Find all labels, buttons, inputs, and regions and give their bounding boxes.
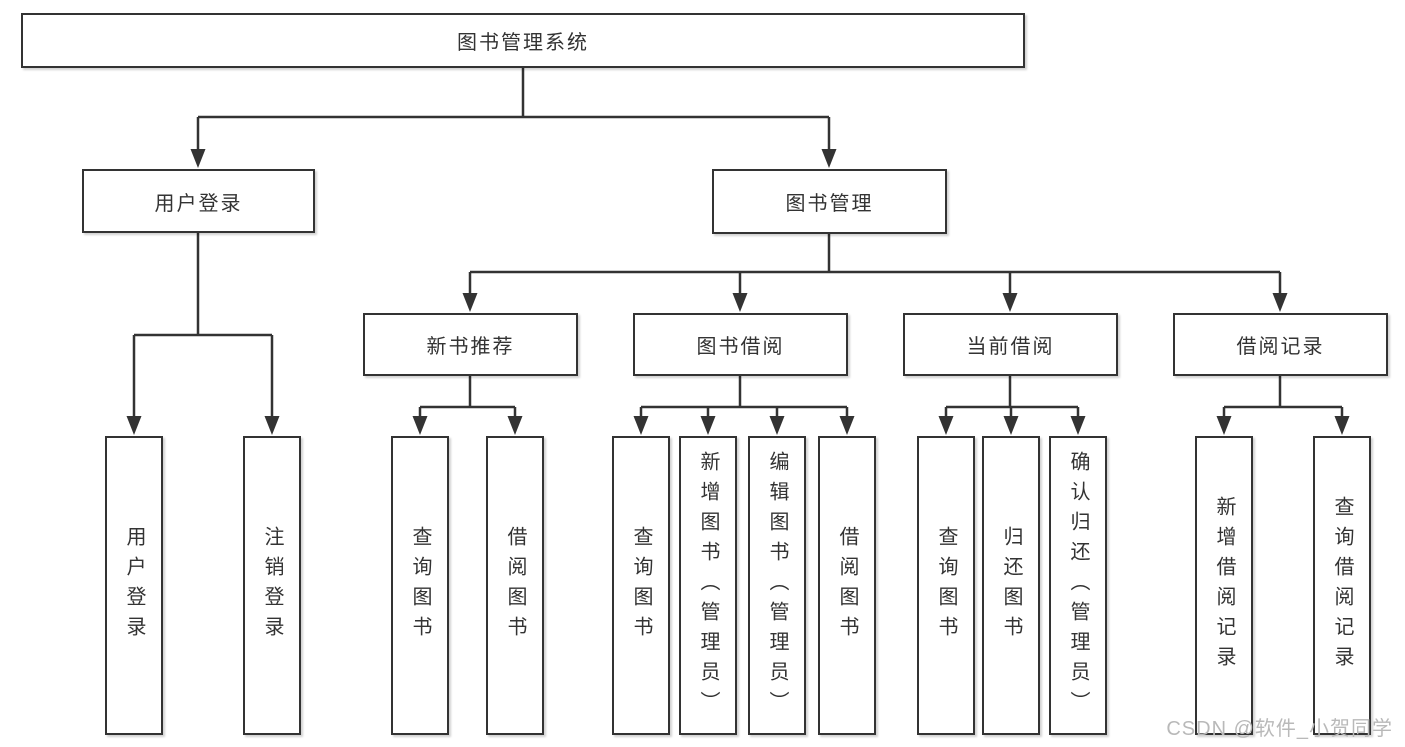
node-label: 图书管理 xyxy=(785,193,874,215)
node-new-book-recommend: 新书推荐 xyxy=(363,313,578,376)
leaf-borrowing-borrow-books: 借阅图书 xyxy=(818,436,876,735)
node-user-login: 用户登录 xyxy=(82,169,315,233)
node-label: 图书借阅 xyxy=(696,336,785,358)
node-label: 当前借阅 xyxy=(966,336,1055,358)
node-label: 编辑图书（管理员） xyxy=(766,450,788,721)
leaf-query-borrow-record: 查询借阅记录 xyxy=(1313,436,1371,735)
node-current-borrowing: 当前借阅 xyxy=(903,313,1118,376)
leaf-borrowing-query-books: 查询图书 xyxy=(612,436,670,735)
leaf-logout: 注销登录 xyxy=(243,436,301,735)
node-book-borrowing: 图书借阅 xyxy=(633,313,848,376)
node-label: 借阅记录 xyxy=(1236,336,1325,358)
leaf-add-book-admin: 新增图书（管理员） xyxy=(679,436,737,735)
node-book-management: 图书管理 xyxy=(712,169,947,234)
node-label: 新增图书（管理员） xyxy=(697,450,719,721)
node-system-root: 图书管理系统 xyxy=(21,13,1025,68)
node-label: 借阅图书 xyxy=(836,525,858,646)
leaf-return-books: 归还图书 xyxy=(982,436,1040,735)
node-label: 注销登录 xyxy=(261,525,283,646)
connector-paths xyxy=(132,68,1344,421)
leaf-recommend-query-books: 查询图书 xyxy=(391,436,449,735)
node-label: 查询图书 xyxy=(409,525,431,646)
node-label: 归还图书 xyxy=(1000,525,1022,646)
leaf-current-query-books: 查询图书 xyxy=(917,436,975,735)
leaf-recommend-borrow-books: 借阅图书 xyxy=(486,436,544,735)
leaf-user-login: 用户登录 xyxy=(105,436,163,735)
leaf-add-borrow-record: 新增借阅记录 xyxy=(1195,436,1253,735)
node-label: 新增借阅记录 xyxy=(1213,495,1235,676)
node-label: 新书推荐 xyxy=(426,336,515,358)
node-label: 查询图书 xyxy=(630,525,652,646)
leaf-edit-book-admin: 编辑图书（管理员） xyxy=(748,436,806,735)
leaf-confirm-return-admin: 确认归还（管理员） xyxy=(1049,436,1107,735)
node-label: 查询图书 xyxy=(935,525,957,646)
node-label: 借阅图书 xyxy=(504,525,526,646)
node-label: 确认归还（管理员） xyxy=(1067,450,1089,721)
node-borrowing-records: 借阅记录 xyxy=(1173,313,1388,376)
node-label: 用户登录 xyxy=(123,525,145,646)
node-label: 图书管理系统 xyxy=(457,32,589,54)
node-label: 用户登录 xyxy=(154,192,243,215)
node-label: 查询借阅记录 xyxy=(1331,495,1353,676)
